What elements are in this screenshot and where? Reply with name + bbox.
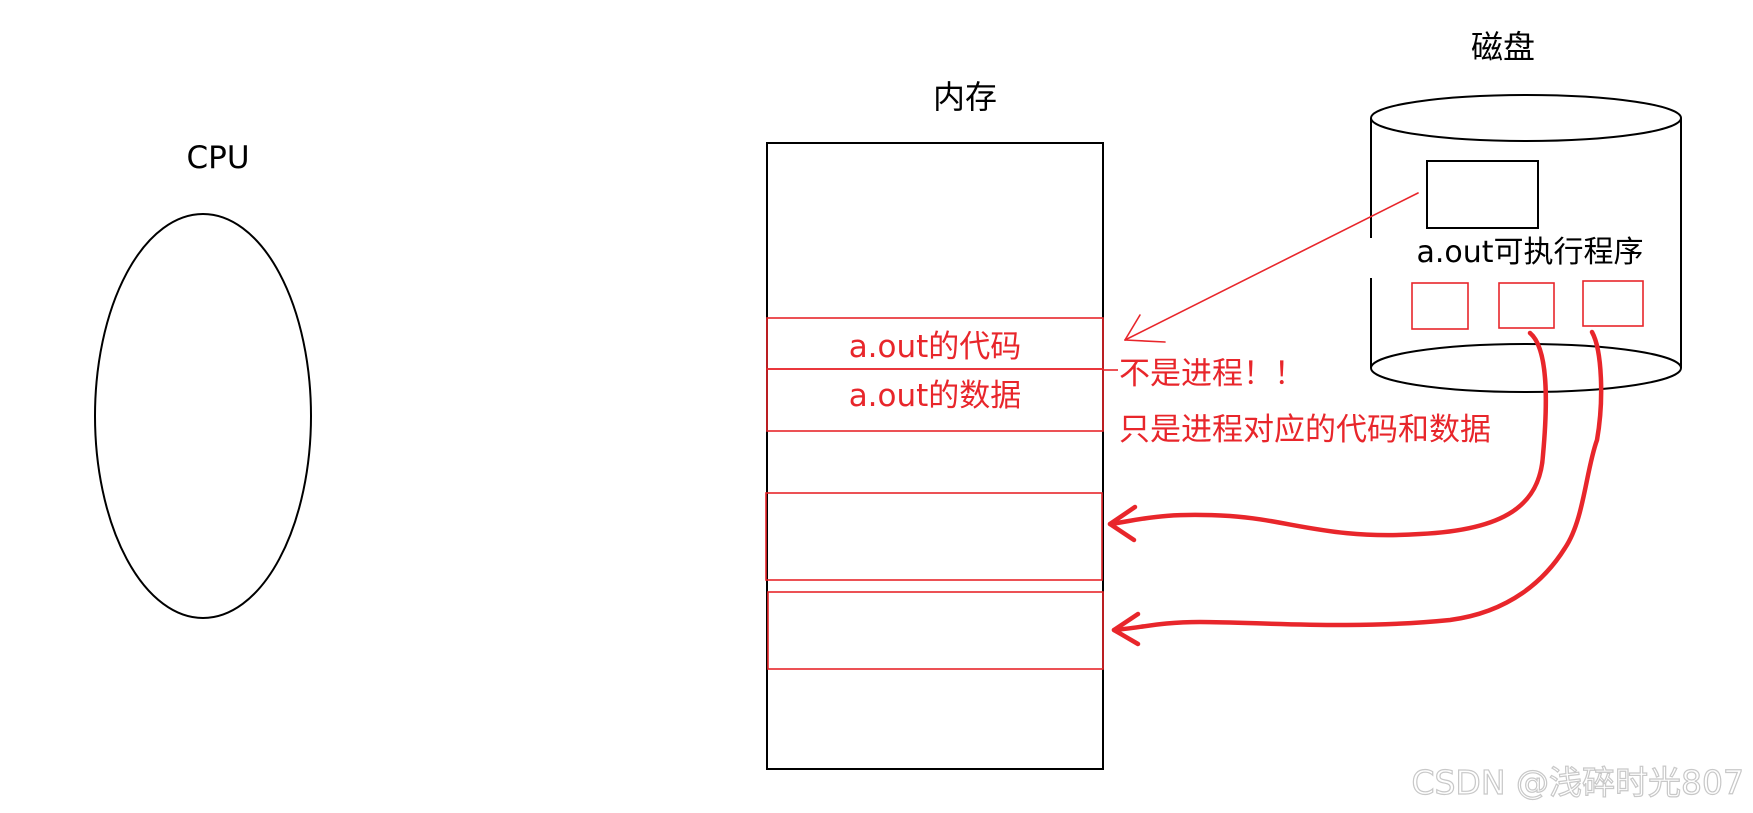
memory-label: 内存 (933, 78, 997, 116)
disk-segment-2 (1498, 282, 1555, 329)
memory-loaded-block-2 (767, 591, 1104, 670)
load-arrow-thin (1124, 192, 1419, 343)
annotation-not-process: 不是进程！！ (1119, 356, 1305, 392)
cpu-label: CPU (186, 140, 249, 176)
csdn-watermark: CSDN @浅碎时光807 (1411, 763, 1744, 802)
memory-loaded-block-1 (765, 492, 1103, 581)
annotation-only-code-data: 只是进程对应的代码和数据 (1119, 412, 1491, 448)
disk-segment-1 (1411, 282, 1469, 330)
disk-file-box (1426, 160, 1539, 229)
disk-program-label: a.out可执行程序 (1416, 235, 1643, 270)
memory-block (766, 142, 1104, 770)
memory-data-label: a.out的数据 (849, 378, 1022, 414)
disk-cylinder (1370, 94, 1682, 393)
disk-label: 磁盘 (1471, 28, 1535, 66)
load-arrow-1 (1107, 330, 1549, 543)
load-arrow-2 (1111, 329, 1604, 647)
disk-segment-3 (1582, 280, 1644, 327)
memory-data-region (766, 368, 1104, 432)
memory-code-label: a.out的代码 (849, 329, 1022, 365)
cpu-ellipse (94, 213, 312, 619)
